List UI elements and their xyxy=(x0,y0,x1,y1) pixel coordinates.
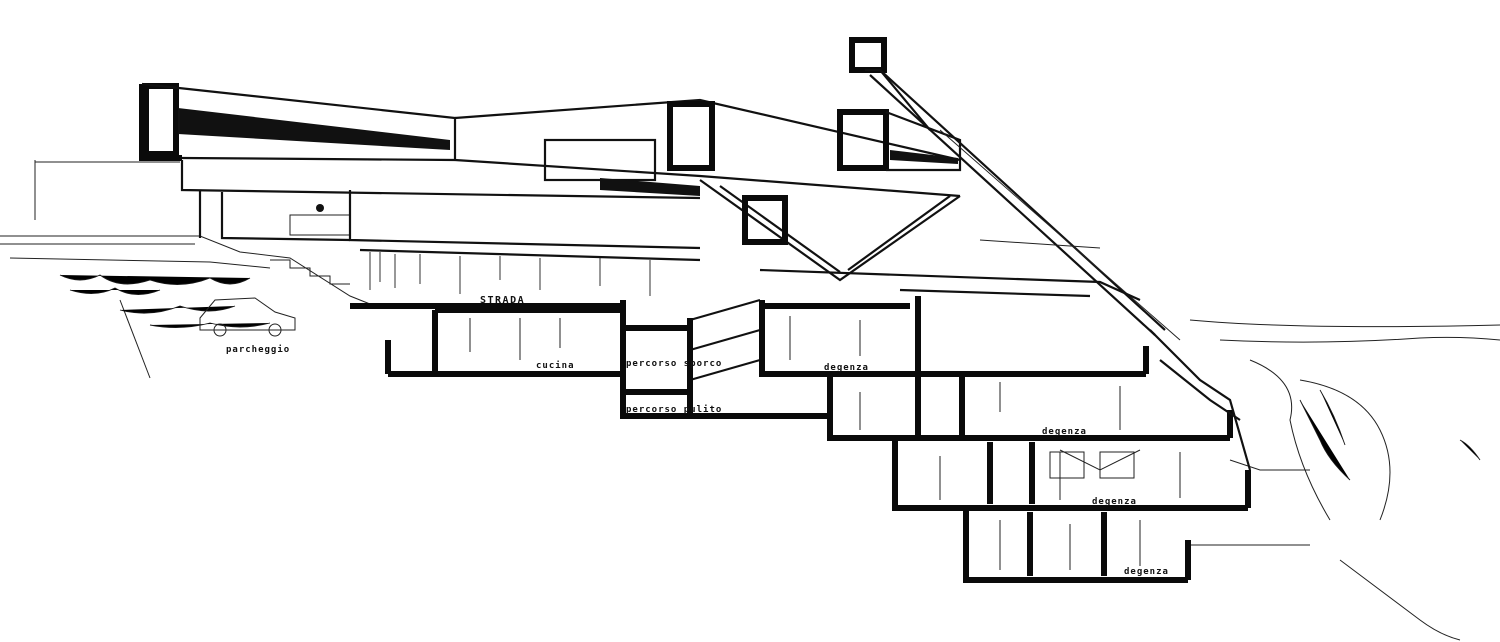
upper-building xyxy=(139,37,1181,341)
label-strada: STRADA xyxy=(480,295,525,306)
label-degenza-2: degenza xyxy=(1042,427,1087,437)
label-degenza-4: degenza xyxy=(1124,567,1169,577)
terrain-stipple-left xyxy=(59,274,271,328)
label-cucina: cucina xyxy=(536,360,575,371)
terrain xyxy=(0,160,1500,641)
terrain-stipple-right xyxy=(1299,389,1481,481)
stairs xyxy=(270,259,350,285)
section-floors xyxy=(385,296,1252,583)
label-degenza-1: degenza xyxy=(824,363,869,373)
label-parcheggio: parcheggio xyxy=(226,344,290,355)
label-percorso-sporco: percorso sporco xyxy=(626,359,722,369)
label-percorso-pulito: percorso pulito xyxy=(626,404,722,415)
facade-shading xyxy=(369,252,651,296)
label-degenza-3: degenza xyxy=(1092,497,1137,507)
interior-lines xyxy=(469,316,1181,570)
parked-car-icon xyxy=(199,297,296,337)
